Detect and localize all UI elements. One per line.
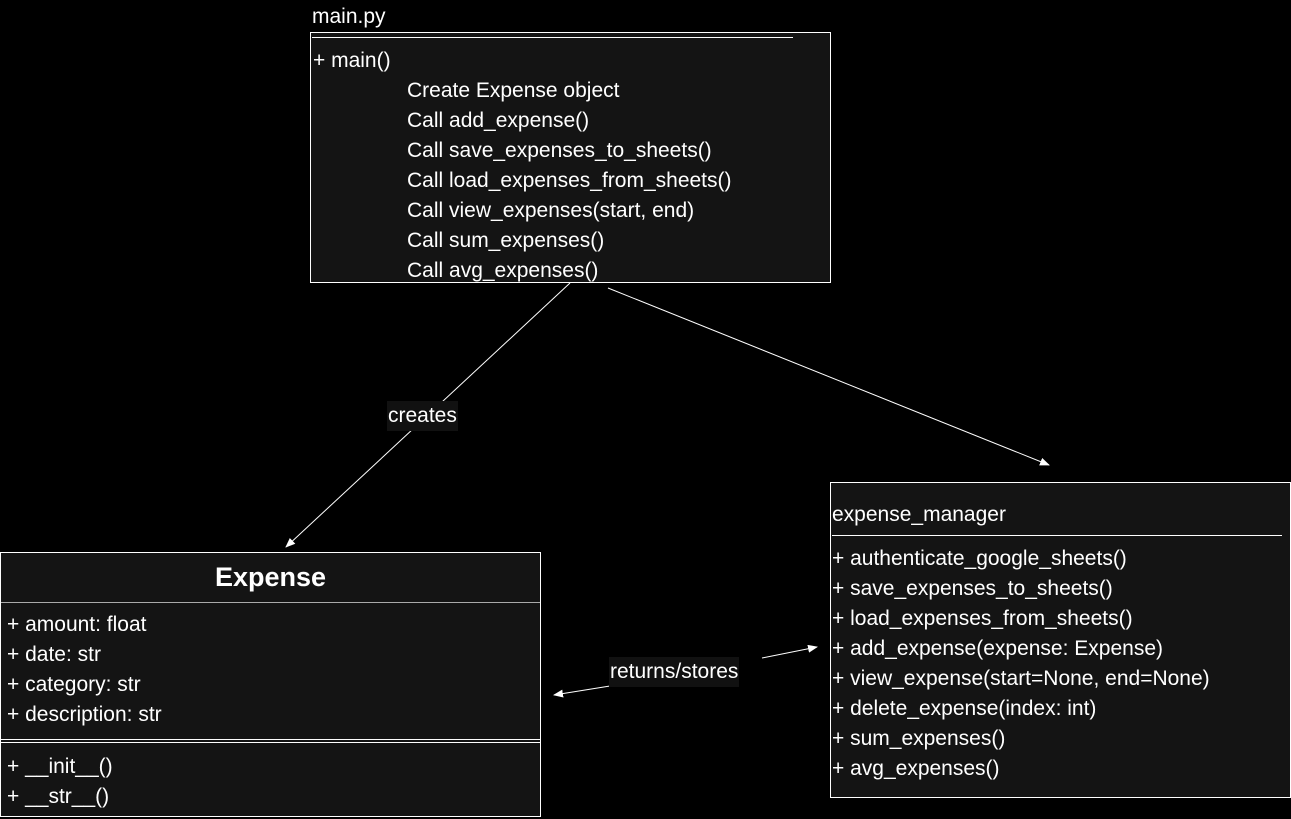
- main-step: Call load_expenses_from_sheets(): [407, 169, 732, 192]
- expense-attribute: + amount: float: [7, 613, 147, 636]
- main-method: + main(): [313, 49, 391, 72]
- main-step: Call add_expense(): [407, 109, 590, 132]
- manager-method: + delete_expense(index: int): [832, 697, 1097, 720]
- expense-attr-divider: [1, 739, 540, 740]
- expense-method: + __str__(): [7, 785, 110, 808]
- main-to-manager-arrow: [607, 287, 1050, 466]
- expense-attribute: + date: str: [7, 643, 101, 666]
- main-step: Call view_expenses(start, end): [407, 199, 695, 222]
- creates-label: creates: [387, 401, 458, 431]
- expense-attribute: + description: str: [7, 703, 162, 726]
- manager-method: + sum_expenses(): [832, 727, 1006, 750]
- main-step: Call save_expenses_to_sheets(): [407, 139, 712, 162]
- expense-manager-box[interactable]: [830, 482, 1291, 798]
- expense-manager-title: expense_manager: [832, 503, 1006, 526]
- manager-method: + view_expense(start=None, end=None): [832, 667, 1210, 690]
- manager-title-divider: [832, 535, 1282, 536]
- manager-method: + save_expenses_to_sheets(): [832, 577, 1113, 600]
- expense-method: + __init__(): [7, 755, 113, 778]
- expense-title-divider: [1, 602, 540, 603]
- main-module-box[interactable]: [310, 32, 831, 283]
- returns-stores-label: returns/stores: [609, 657, 740, 687]
- manager-method: + load_expenses_from_sheets(): [832, 607, 1133, 630]
- manager-method: + add_expense(expense: Expense): [832, 637, 1163, 660]
- manager-method: + avg_expenses(): [832, 757, 1000, 780]
- expense-class-box[interactable]: [0, 552, 541, 817]
- manager-method: + authenticate_google_sheets(): [832, 547, 1127, 570]
- main-step: Call avg_expenses(): [407, 259, 599, 282]
- main-module-title: main.py: [312, 5, 386, 28]
- returns-arrow-left: [553, 685, 611, 698]
- returns-arrow-right: [761, 644, 818, 659]
- main-step: Call sum_expenses(): [407, 229, 605, 252]
- expense-attr-divider-2: [1, 742, 540, 743]
- expense-class-title: Expense: [214, 562, 327, 592]
- main-step: Create Expense object: [407, 79, 620, 102]
- main-title-divider: [312, 37, 793, 38]
- expense-attribute: + category: str: [7, 673, 141, 696]
